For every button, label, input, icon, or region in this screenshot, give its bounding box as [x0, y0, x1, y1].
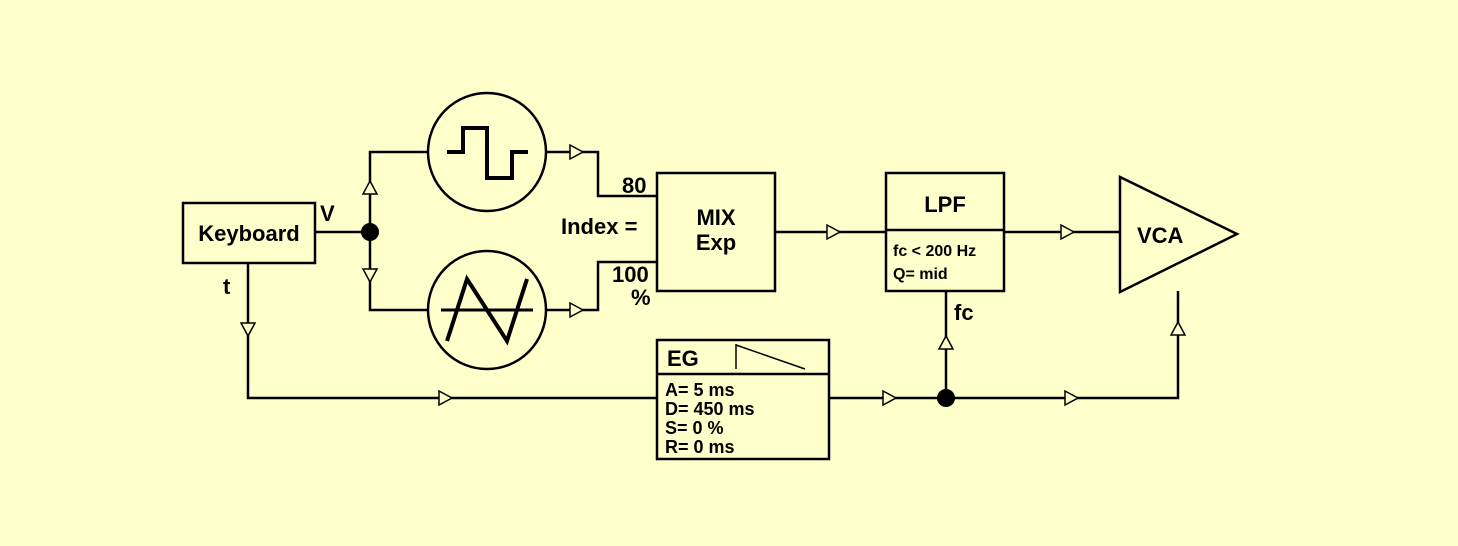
vca-block — [1118, 175, 1240, 295]
lpf-title: LPF — [924, 192, 966, 217]
eg-title: EG — [667, 346, 699, 371]
wire-junction-to-vca — [946, 291, 1180, 400]
lpf-q-value: Q= mid — [893, 266, 948, 283]
mixer-block — [655, 171, 777, 293]
lpf-block — [884, 171, 1006, 293]
arrow-down-icon — [361, 268, 379, 284]
arrow-right-icon — [438, 389, 454, 407]
arrow-right-icon — [569, 143, 585, 161]
keyboard-block — [181, 201, 317, 265]
lpf-fc-value: fc < 200 Hz — [893, 243, 976, 260]
mixer-index-top: 80 — [622, 173, 646, 198]
keyboard-v-label: V — [320, 201, 335, 226]
keyboard-junction — [361, 223, 379, 241]
mixer-label-line2: Exp — [696, 230, 736, 255]
eg-envelope-icon — [735, 344, 806, 370]
eg-release: R= 0 ms — [665, 437, 735, 457]
eg-decay: D= 450 ms — [665, 399, 755, 419]
wire-keyboard-gate-to-eg — [246, 263, 657, 400]
mixer-index-unit: % — [631, 285, 651, 310]
arrow-right-icon — [882, 389, 898, 407]
eg-attack: A= 5 ms — [665, 380, 735, 400]
vca-label: VCA — [1137, 223, 1184, 248]
keyboard-label: Keyboard — [198, 221, 299, 246]
arrow-down-icon — [239, 322, 257, 338]
arrow-right-icon — [1060, 223, 1076, 241]
arrow-up-icon — [1169, 320, 1187, 336]
lpf-fc-input-label: fc — [954, 300, 974, 325]
eg-sustain: S= 0 % — [665, 418, 724, 438]
keyboard-t-label: t — [223, 274, 231, 299]
arrow-right-icon — [826, 223, 842, 241]
square-wave-icon — [447, 126, 528, 180]
arrow-up-icon — [361, 179, 379, 195]
arrow-right-icon — [1064, 389, 1080, 407]
eg-junction — [937, 389, 955, 407]
sine-wave-icon — [445, 274, 529, 346]
mixer-index-bottom: 100 — [612, 262, 649, 287]
mixer-index-label: Index = — [561, 214, 637, 239]
wire-split-to-square-osc — [368, 150, 428, 232]
wire-split-to-sine-osc — [368, 232, 428, 312]
mixer-label-line1: MIX — [696, 205, 735, 230]
arrow-right-icon — [569, 301, 585, 319]
arrow-up-icon — [937, 334, 955, 350]
eg-block — [655, 338, 831, 461]
